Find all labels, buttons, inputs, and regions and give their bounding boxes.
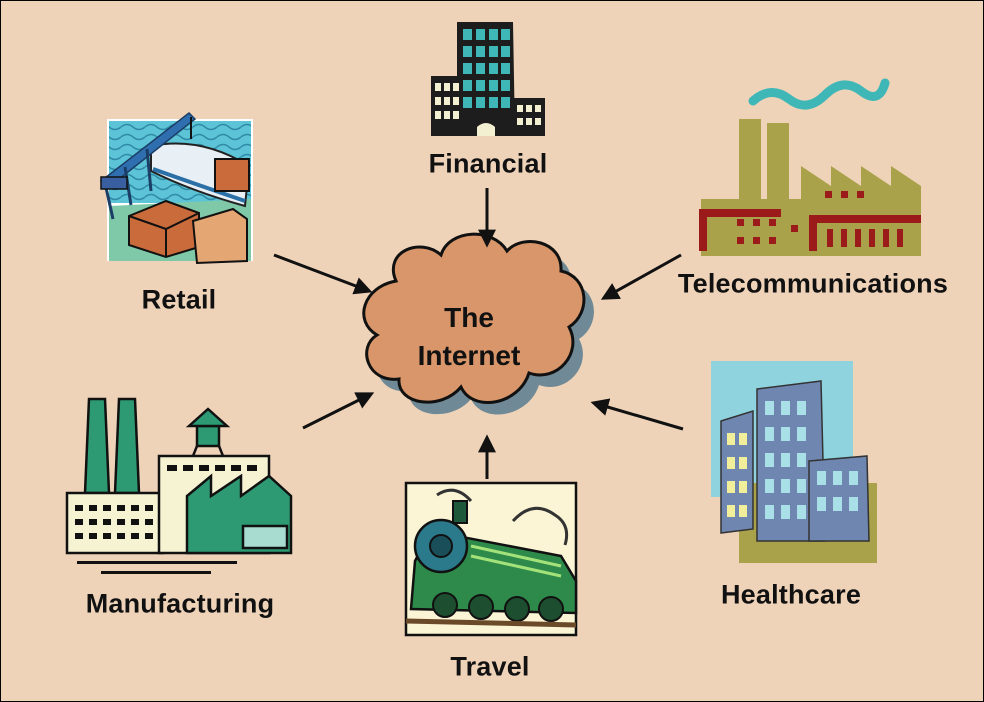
center-label: The Internet: [418, 299, 521, 375]
shipping-port-icon: [99, 112, 253, 265]
center-label-line2: Internet: [417, 340, 521, 371]
node-label-financial: Financial: [428, 148, 548, 179]
factory-icon: [699, 78, 921, 256]
manufacturing-plant-icon: [65, 397, 293, 574]
internet-cloud-icon: [362, 232, 594, 415]
node-label-healthcare: Healthcare: [720, 579, 862, 610]
node-label-manufacturing: Manufacturing: [85, 588, 275, 619]
node-label-telecommunications: Telecommunications: [677, 268, 949, 299]
center-label-line1: The: [444, 302, 494, 333]
arrow-manufacturing: [302, 392, 375, 430]
arrow-retail: [273, 253, 373, 295]
arrow-healthcare: [590, 398, 684, 431]
office-building-icon: [431, 22, 545, 136]
steam-locomotive-icon: [404, 481, 578, 637]
node-label-travel: Travel: [450, 651, 530, 682]
hospital-buildings-icon: [711, 361, 877, 563]
node-label-retail: Retail: [141, 284, 217, 315]
arrow-telecommunications: [600, 253, 682, 300]
